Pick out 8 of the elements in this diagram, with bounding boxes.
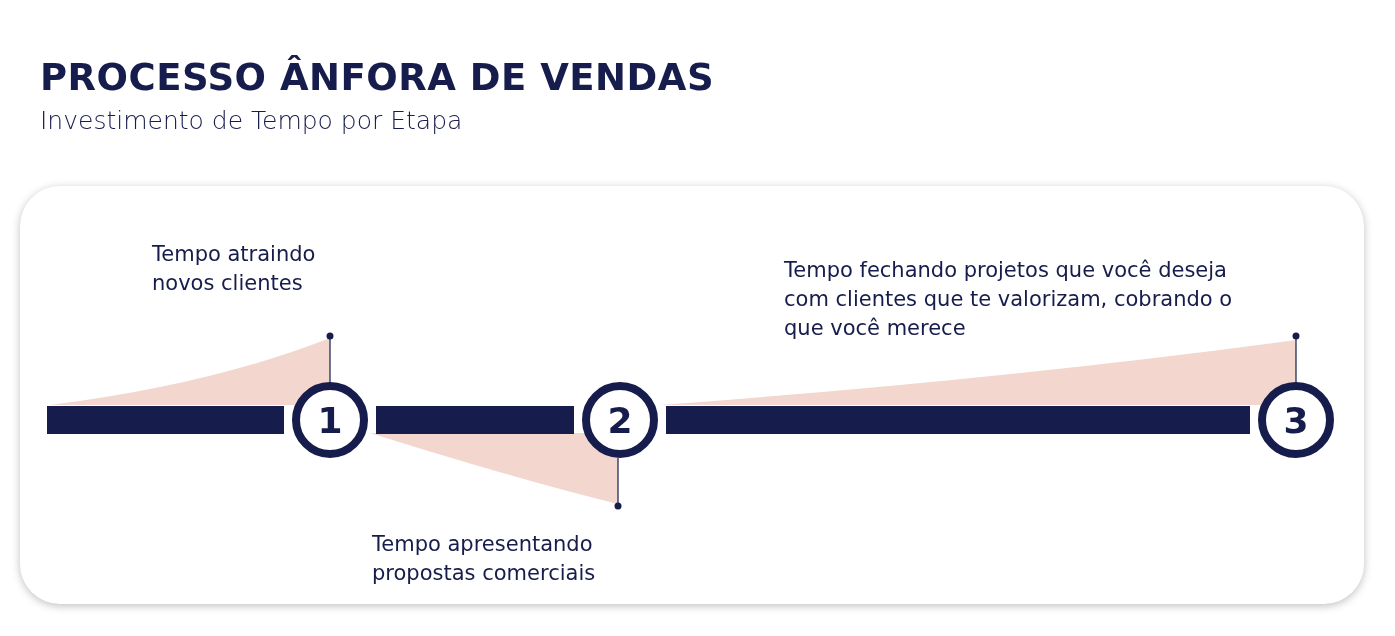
timeline-bar — [376, 406, 574, 434]
timeline-bar — [47, 406, 284, 434]
title: PROCESSO ÂNFORA DE VENDAS — [40, 56, 715, 99]
timeline-bar — [666, 406, 1250, 434]
stage-note: Tempo atraindo novos clientes — [152, 241, 317, 297]
subtitle: Investimento de Tempo por Etapa — [40, 106, 463, 135]
stage-note: Tempo apresentando propostas comerciais — [372, 531, 597, 587]
stage-note: Tempo fechando projetos que você deseja com clientes que te valorizam, cobrando o que você merece — [784, 257, 1234, 342]
